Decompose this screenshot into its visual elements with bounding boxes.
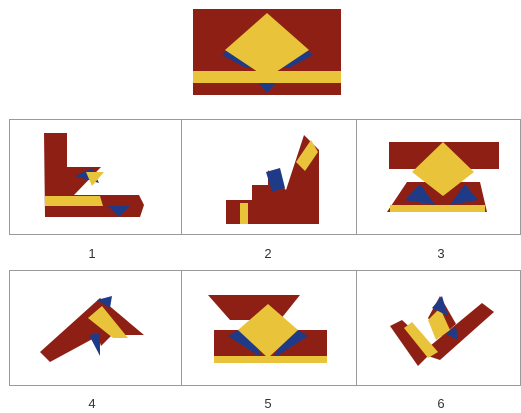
option-3-shape-yellow-band [390, 205, 485, 212]
reference-pattern [193, 9, 341, 95]
option-2-shape-yellow-bar [240, 203, 248, 224]
option-6-pattern [390, 296, 494, 366]
option-4-label: 4 [72, 396, 112, 411]
option-3-pattern [387, 142, 499, 212]
option-5-pattern [208, 295, 327, 363]
option-4-pattern [40, 296, 144, 362]
option-2-label: 2 [248, 246, 288, 261]
option-2-pattern [226, 135, 319, 224]
option-1-label: 1 [72, 246, 112, 261]
option-4-shape-blue-lower [89, 333, 100, 356]
option-5-label: 5 [248, 396, 288, 411]
option-5-shape-yellow-band [214, 356, 327, 363]
option-1-pattern [44, 133, 144, 217]
option-6-label: 6 [421, 396, 461, 411]
option-3-label: 3 [421, 246, 461, 261]
option-4-shape-red [40, 298, 144, 362]
reference-yellow-band [193, 71, 341, 83]
option-1-shape-yellow-band [45, 196, 103, 206]
